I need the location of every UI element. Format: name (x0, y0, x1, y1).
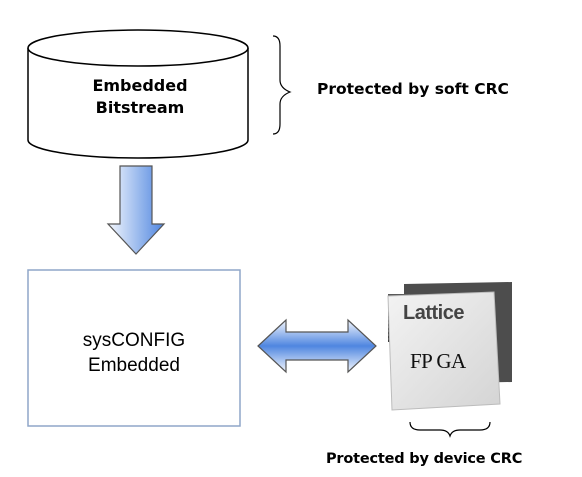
cylinder-label-line1: Embedded (92, 76, 188, 95)
down-arrow-icon (106, 165, 166, 255)
double-arrow-icon (257, 318, 377, 374)
device-crc-label: Protected by device CRC (326, 451, 523, 467)
cylinder-label-line2: Bitstream (95, 98, 185, 117)
sysconfig-box (27, 269, 241, 427)
fpga-type-label: FP GA (410, 349, 466, 373)
sysconfig-label-line1: sysCONFIG (82, 330, 186, 351)
device-crc-brace-icon (409, 421, 491, 438)
sysconfig-label-line2: Embedded (88, 355, 180, 376)
fpga-chip-icon (387, 282, 512, 411)
cylinder-label: Embedded Bitstream (40, 75, 240, 119)
soft-crc-brace-icon (272, 35, 292, 135)
bitstream-cylinder (27, 29, 249, 159)
fpga-brand-label: Lattice (403, 302, 464, 324)
sysconfig-label: sysCONFIG Embedded (28, 328, 240, 378)
soft-crc-label: Protected by soft CRC (317, 80, 509, 98)
